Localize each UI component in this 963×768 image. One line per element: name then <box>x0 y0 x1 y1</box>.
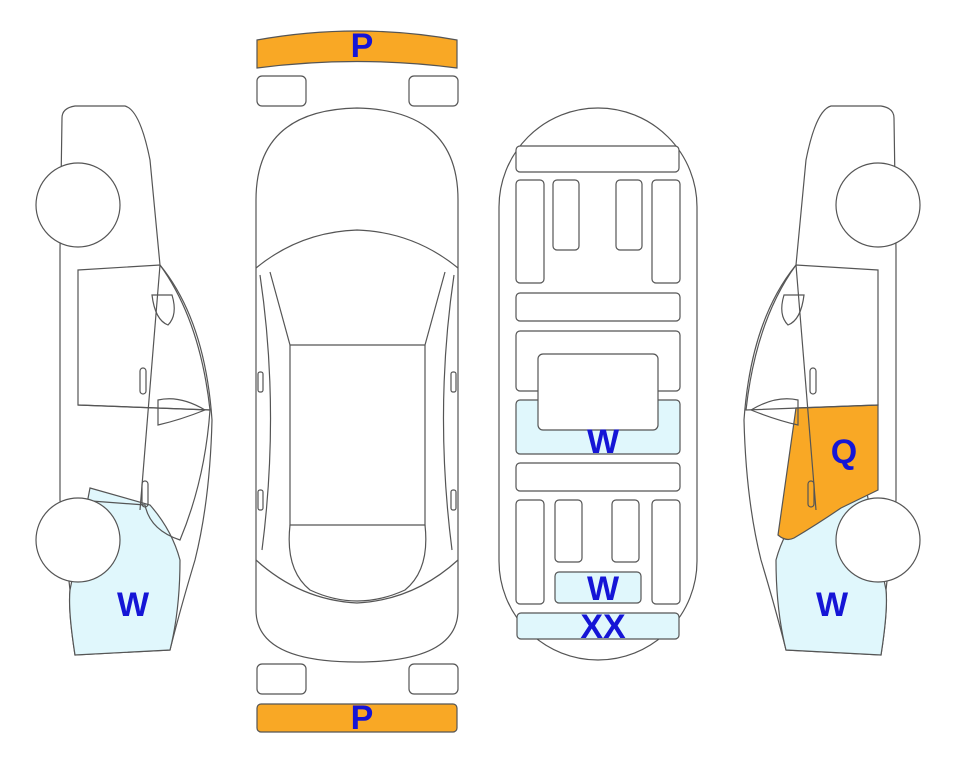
top-view: P P <box>255 27 459 737</box>
right-side-view <box>743 105 921 656</box>
right-front-wheel <box>835 162 921 248</box>
roof-center-label: W <box>587 423 620 461</box>
rear-panel[interactable] <box>516 612 680 640</box>
rear-right-tire <box>408 663 459 695</box>
right-rear-door-panel[interactable] <box>777 404 879 541</box>
left-side-view: W <box>35 105 213 656</box>
rear-bumper[interactable] <box>256 703 458 733</box>
front-right-tire <box>408 75 459 107</box>
right-rear-quarter-label: W <box>816 586 849 624</box>
front-bumper-label: P <box>351 27 374 65</box>
front-bumper[interactable] <box>256 30 458 69</box>
right-rear-door-label: Q <box>831 433 857 471</box>
panel-schematic: W W XX <box>498 107 698 661</box>
trunk-lid-label: W <box>587 570 620 608</box>
rear-panel-label: XX <box>580 608 626 646</box>
rear-left-tire <box>256 663 307 695</box>
left-rear-wheel <box>35 497 121 583</box>
right-rear-wheel <box>835 497 921 583</box>
trunk-lid-panel[interactable] <box>554 571 642 604</box>
left-front-wheel <box>35 162 121 248</box>
sunroof-panel[interactable] <box>537 353 659 431</box>
front-left-tire <box>256 75 307 107</box>
left-rear-quarter-label: W <box>117 586 150 624</box>
hood-front-panel[interactable] <box>515 145 680 173</box>
rear-bumper-label: P <box>351 699 374 737</box>
